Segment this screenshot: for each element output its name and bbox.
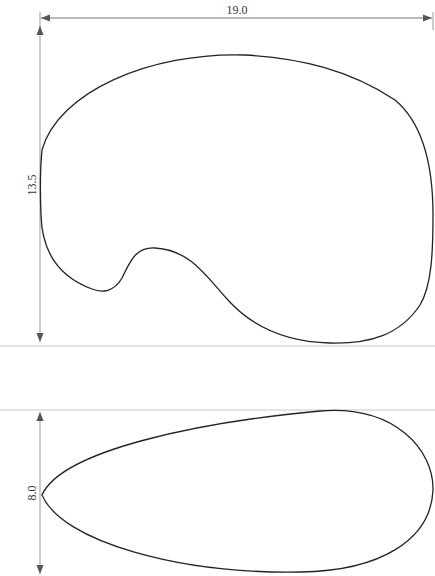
side-view-outline [42,410,433,572]
dimension-line [41,18,432,19]
dimension-label: 8.0 [24,484,38,503]
separator-line [0,346,435,347]
dimension-label: 13.5 [24,173,38,198]
top-view-outline [40,55,433,343]
dimension-label: 19.0 [225,3,250,17]
separator-line [0,410,435,411]
dimension-line [40,412,41,574]
extension-line [433,12,434,30]
